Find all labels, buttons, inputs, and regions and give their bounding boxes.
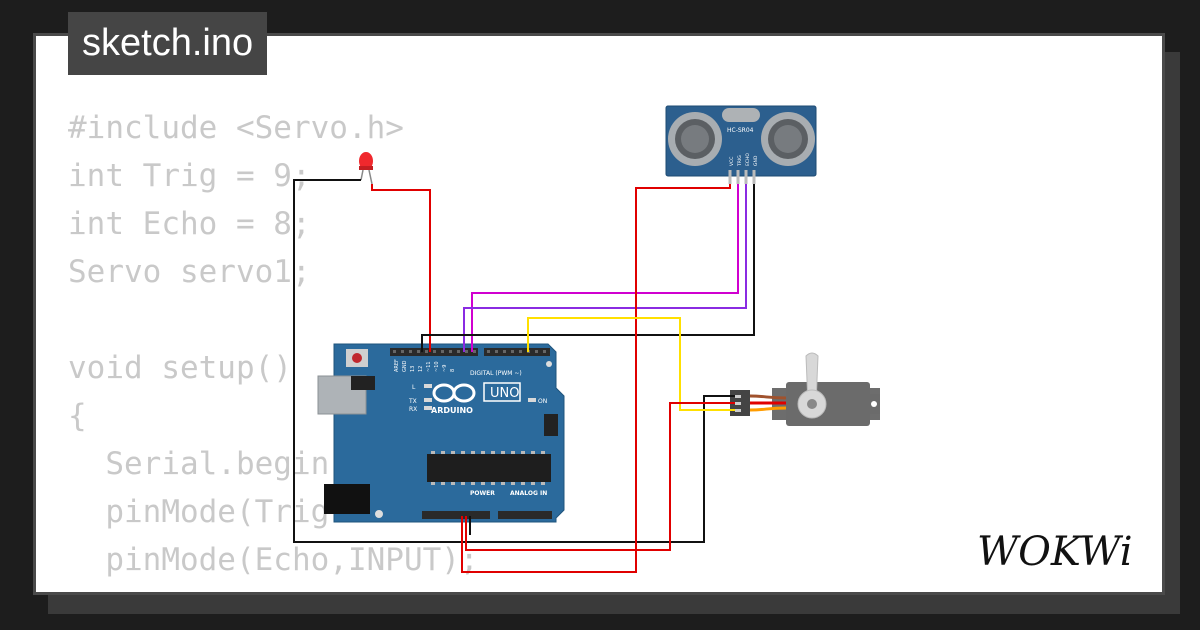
sensor-pin-label: VCC bbox=[729, 157, 735, 166]
svg-text:13: 13 bbox=[410, 366, 416, 372]
wokwi-logo: WOKWi bbox=[975, 525, 1155, 579]
svg-text:AREF: AREF bbox=[394, 359, 400, 372]
svg-text:~10: ~10 bbox=[434, 361, 440, 372]
digital-label: DIGITAL (PWM ~) bbox=[470, 370, 522, 377]
code-line: { bbox=[68, 398, 87, 434]
red-led[interactable] bbox=[359, 152, 373, 185]
atmega-chip bbox=[427, 454, 551, 482]
code-line: int Echo = 8; bbox=[68, 206, 311, 242]
icsp-header bbox=[351, 376, 558, 436]
svg-text:8: 8 bbox=[450, 369, 456, 372]
rx-label: RX bbox=[409, 406, 417, 413]
code-line: pinMode(Echo,INPUT); bbox=[68, 542, 479, 578]
tx-label: TX bbox=[408, 398, 417, 405]
code-preview: #include <Servo.h> int Trig = 9; int Echo … bbox=[68, 104, 479, 592]
code-line: void setup() bbox=[68, 350, 292, 386]
analog-header bbox=[498, 511, 552, 519]
svg-text:~11: ~11 bbox=[426, 361, 432, 372]
servo-motor[interactable] bbox=[730, 352, 880, 426]
svg-text:GND: GND bbox=[402, 360, 408, 372]
project-card: #include <Servo.h> int Trig = 9; int Echo … bbox=[33, 33, 1165, 595]
board-brand: ARDUINO bbox=[431, 406, 473, 415]
power-jack bbox=[324, 484, 370, 514]
power-label: POWER bbox=[470, 490, 495, 497]
power-header bbox=[422, 511, 490, 519]
analog-label: ANALOG IN bbox=[510, 490, 547, 497]
code-line: pinMode(13,OUTPUT); bbox=[68, 584, 479, 592]
digital-header-right bbox=[484, 348, 550, 356]
code-line: pinMode(Trig bbox=[68, 494, 330, 530]
ultrasonic-sensor[interactable]: HC-SR04 VCC TRIG ECHO GND bbox=[665, 105, 817, 184]
sensor-label: HC-SR04 bbox=[727, 127, 754, 134]
arduino-uno-board[interactable]: DIGITAL (PWM ~) AREF GND 13 12 ~11 ~10 ~… bbox=[317, 343, 565, 523]
svg-text:~9: ~9 bbox=[442, 365, 448, 372]
code-line: int Trig = 9; bbox=[68, 158, 311, 194]
board-model: UNO bbox=[490, 386, 519, 401]
arduino-logo: ARDUINO UNO bbox=[431, 382, 521, 415]
wokwi-logo-text: WOKWi bbox=[977, 529, 1133, 575]
sensor-pin-label: GND bbox=[753, 155, 759, 166]
code-line: Serial.begin bbox=[68, 446, 330, 482]
on-label: ON bbox=[538, 398, 547, 405]
sensor-pin-label: ECHO bbox=[745, 153, 751, 166]
file-tab[interactable]: sketch.ino bbox=[68, 12, 268, 75]
wokwi-logo-mark: WOKWi bbox=[977, 529, 1133, 575]
code-line: Servo servo1; bbox=[68, 254, 311, 290]
svg-text:12: 12 bbox=[418, 366, 424, 372]
wires bbox=[293, 179, 755, 573]
code-line: #include <Servo.h> bbox=[68, 110, 404, 146]
sensor-pin-label: TRIG bbox=[737, 155, 743, 167]
l-led-label: L bbox=[412, 384, 416, 391]
